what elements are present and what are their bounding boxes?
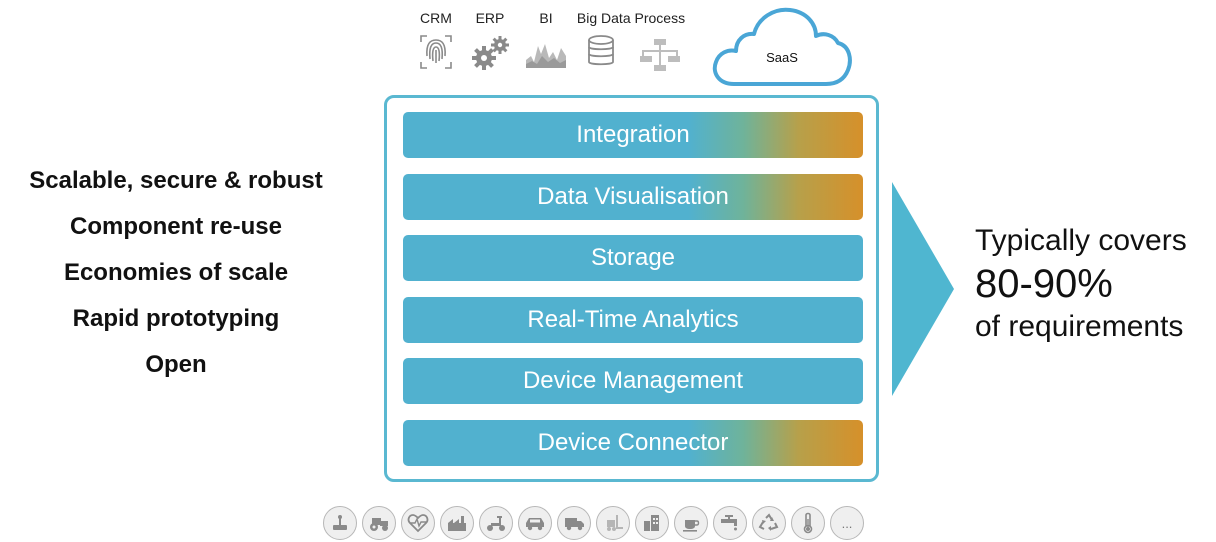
applications-row: CRM ERP bbox=[400, 10, 860, 88]
platform-stack: Integration Data Visualisation Storage R… bbox=[384, 95, 879, 482]
more-label: ... bbox=[841, 515, 853, 531]
app-erp: ERP bbox=[472, 10, 509, 70]
building-icon bbox=[635, 506, 669, 540]
app-big-data-label: Big Data Process bbox=[576, 10, 686, 26]
saas-label: SaaS bbox=[766, 50, 798, 65]
layer-device-management: Device Management bbox=[403, 358, 863, 404]
app-flowchart bbox=[638, 29, 682, 73]
saas-cloud: SaaS bbox=[710, 6, 854, 90]
fingerprint-icon bbox=[420, 35, 452, 69]
layer-data-visualisation: Data Visualisation bbox=[403, 174, 863, 220]
sensor-router-icon bbox=[323, 506, 357, 540]
benefits-list: Scalable, secure & robust Component re-u… bbox=[0, 158, 352, 388]
benefit-component-reuse: Component re-use bbox=[69, 213, 282, 240]
coverage-line-typically: Typically covers bbox=[975, 224, 1187, 257]
app-bi: BI bbox=[524, 10, 568, 70]
benefit-economies-of-scale: Economies of scale bbox=[63, 259, 289, 286]
coverage-percentage: 80-90% bbox=[975, 262, 1113, 306]
app-bi-label: BI bbox=[539, 10, 553, 26]
gears-icon bbox=[472, 36, 509, 70]
devices-row: ... bbox=[323, 506, 864, 540]
car-icon bbox=[518, 506, 552, 540]
factory-icon bbox=[440, 506, 474, 540]
truck-icon bbox=[557, 506, 591, 540]
app-big-data: Big Data Process bbox=[572, 10, 690, 68]
flowchart-icon bbox=[640, 39, 680, 71]
coverage-line-requirements: of requirements bbox=[975, 310, 1184, 343]
tractor-icon bbox=[362, 506, 396, 540]
thermometer-icon bbox=[791, 506, 825, 540]
tap-icon bbox=[713, 506, 747, 540]
benefit-open: Open bbox=[145, 351, 207, 378]
heart-rate-icon bbox=[401, 506, 435, 540]
layer-real-time-analytics: Real-Time Analytics bbox=[403, 297, 863, 343]
more-icon: ... bbox=[830, 506, 864, 540]
scooter-icon bbox=[479, 506, 513, 540]
layer-device-connector: Device Connector bbox=[403, 420, 863, 466]
app-crm-label: CRM bbox=[420, 10, 452, 26]
arrow-right-icon bbox=[892, 182, 954, 396]
recycle-icon bbox=[752, 506, 786, 540]
area-chart-icon bbox=[526, 44, 566, 68]
benefit-rapid-prototyping: Rapid prototyping bbox=[72, 305, 280, 332]
coverage-statement: Typically covers 80-90% of requirements bbox=[975, 222, 1215, 346]
app-crm: CRM bbox=[418, 10, 454, 70]
database-icon bbox=[588, 35, 614, 66]
layer-storage: Storage bbox=[403, 235, 863, 281]
app-erp-label: ERP bbox=[475, 10, 505, 26]
layer-integration: Integration bbox=[403, 112, 863, 158]
coffee-icon bbox=[674, 506, 708, 540]
benefit-scalable: Scalable, secure & robust bbox=[29, 167, 323, 194]
cloud-icon bbox=[712, 7, 852, 86]
forklift-icon bbox=[596, 506, 630, 540]
